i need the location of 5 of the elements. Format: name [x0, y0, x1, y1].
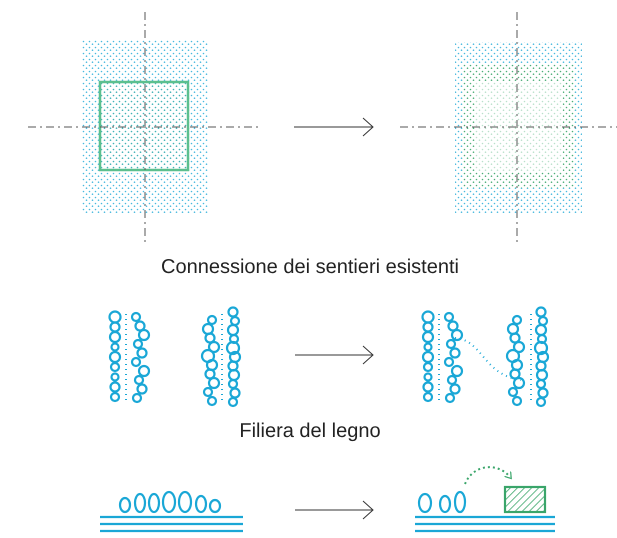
arrow [294, 118, 374, 136]
arrow [294, 346, 374, 364]
caption: Filiera del legno [239, 420, 381, 443]
arrow [294, 500, 374, 520]
caption: Connessione dei sentieri esistenti [161, 256, 459, 279]
